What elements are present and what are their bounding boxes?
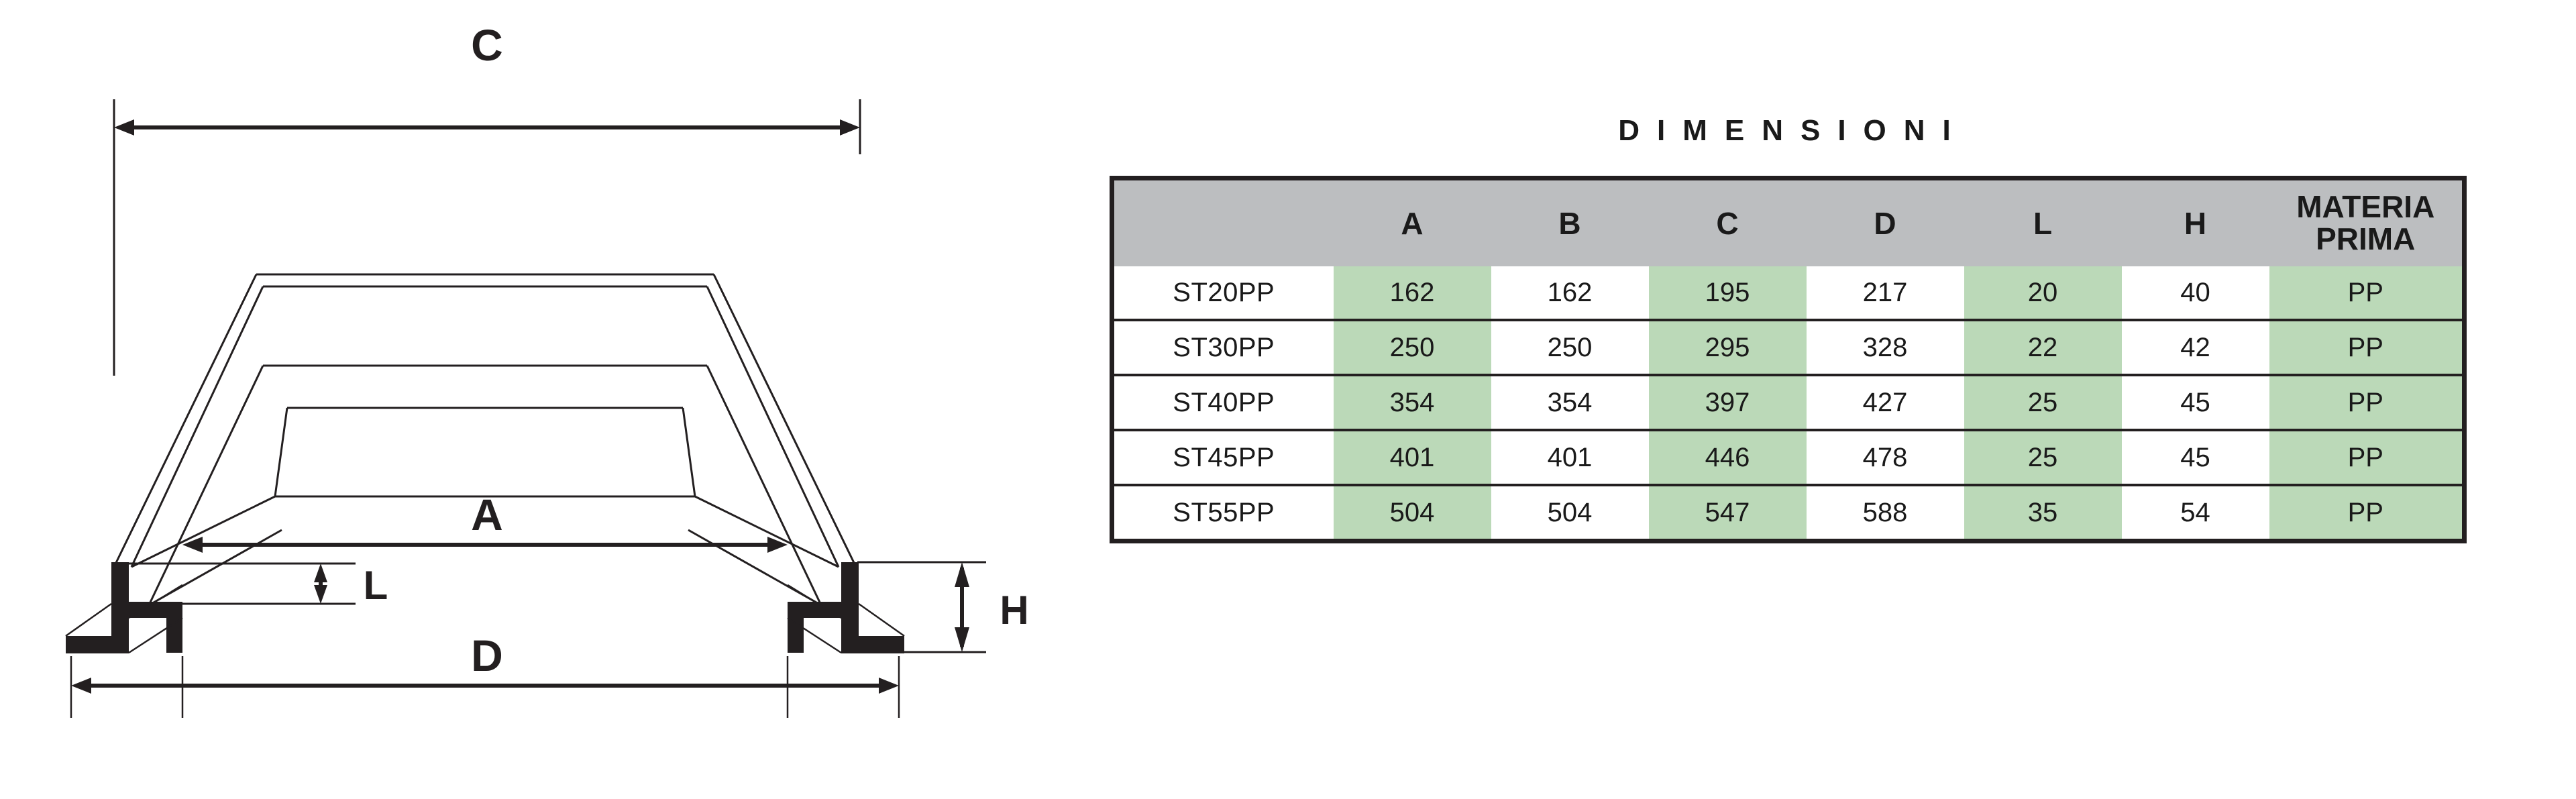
technical-drawing: C L H A D — [0, 0, 1073, 718]
cell-b: 401 — [1491, 429, 1649, 486]
cell-c: 397 — [1648, 374, 1807, 431]
column-header-b: B — [1491, 178, 1649, 266]
left-flange — [66, 562, 182, 653]
dimensions-panel: DIMENSIONI A B C D L H MATERIA PRIMA — [1093, 101, 2475, 657]
dimensioni-title: DIMENSIONI — [1618, 114, 1968, 147]
cell-d: 588 — [1806, 484, 1964, 541]
cell-a: 401 — [1333, 429, 1491, 486]
cell-h: 45 — [2121, 374, 2269, 431]
cell-a: 162 — [1333, 266, 1491, 321]
cell-d: 427 — [1806, 374, 1964, 431]
cell-product-code: ST20PP — [1112, 266, 1334, 321]
column-header-l: L — [1964, 178, 2122, 266]
column-header-a: A — [1333, 178, 1491, 266]
cell-d: 478 — [1806, 429, 1964, 486]
cell-b: 250 — [1491, 319, 1649, 376]
column-header-code — [1112, 178, 1334, 266]
right-flange — [788, 562, 904, 653]
column-header-h: H — [2121, 178, 2269, 266]
dimension-d — [71, 678, 899, 694]
cell-product-code: ST40PP — [1112, 374, 1334, 431]
cell-c: 195 — [1648, 266, 1807, 321]
cell-mp: PP — [2269, 319, 2465, 376]
cell-l: 25 — [1964, 374, 2122, 431]
cell-b: 504 — [1491, 484, 1649, 541]
cell-mp: PP — [2269, 266, 2465, 321]
column-header-d: D — [1806, 178, 1964, 266]
tray-body-outline — [113, 273, 857, 606]
cell-h: 40 — [2121, 266, 2269, 321]
cell-b: 354 — [1491, 374, 1649, 431]
cell-l: 22 — [1964, 319, 2122, 376]
cell-product-code: ST55PP — [1112, 484, 1334, 541]
cell-c: 547 — [1648, 484, 1807, 541]
materia-prima-line-1: MATERIA — [2296, 189, 2435, 225]
dimension-a — [182, 537, 788, 553]
cell-d: 328 — [1806, 319, 1964, 376]
cell-l: 20 — [1964, 266, 2122, 321]
column-header-c: C — [1648, 178, 1807, 266]
cell-a: 250 — [1333, 319, 1491, 376]
cell-c: 295 — [1648, 319, 1807, 376]
dimension-c — [113, 99, 861, 376]
cell-c: 446 — [1648, 429, 1807, 486]
cell-h: 42 — [2121, 319, 2269, 376]
table-header-row: A B C D L H MATERIA PRIMA — [1112, 178, 2465, 266]
cell-a: 354 — [1333, 374, 1491, 431]
cell-product-code: ST45PP — [1112, 429, 1334, 486]
column-header-materia-prima: MATERIA PRIMA — [2269, 178, 2465, 266]
cell-mp: PP — [2269, 484, 2465, 541]
cell-h: 54 — [2121, 484, 2269, 541]
cell-mp: PP — [2269, 374, 2465, 431]
dimension-label-c: C — [471, 20, 503, 70]
cell-a: 504 — [1333, 484, 1491, 541]
cell-d: 217 — [1806, 266, 1964, 321]
dimension-label-h: H — [1000, 588, 1028, 633]
cell-l: 25 — [1964, 429, 2122, 486]
dimension-label-d: D — [471, 631, 503, 680]
cell-b: 162 — [1491, 266, 1649, 321]
dimension-label-l: L — [364, 563, 388, 608]
cell-l: 35 — [1964, 484, 2122, 541]
dimension-h — [857, 561, 986, 653]
dimension-l — [127, 562, 356, 605]
materia-prima-line-2: PRIMA — [2316, 221, 2416, 256]
cell-h: 45 — [2121, 429, 2269, 486]
cell-mp: PP — [2269, 429, 2465, 486]
cell-product-code: ST30PP — [1112, 319, 1334, 376]
dimension-label-a: A — [471, 490, 503, 539]
